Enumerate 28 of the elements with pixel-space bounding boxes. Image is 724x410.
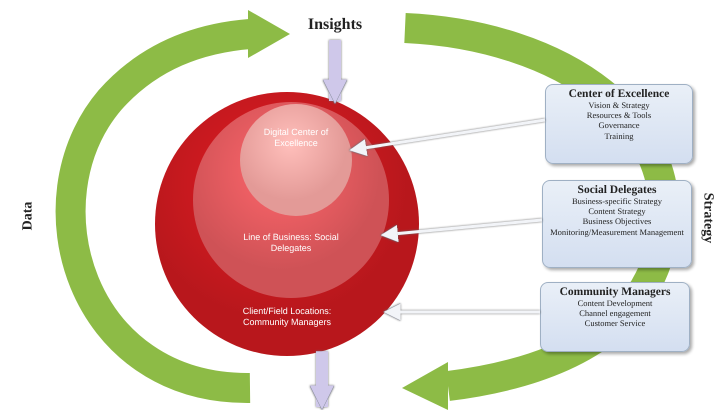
arrow [380,218,542,242]
box-item: Business Objectives [582,216,652,227]
arrow [383,303,540,321]
arrow [310,351,334,410]
box-heading: Center of Excellence [568,88,670,100]
box-item: Vision & Strategy [587,100,651,110]
box-item: Resources & Tools [586,110,652,120]
heading-text: Insights [306,16,364,34]
circle-label: Digital Center of Excellence [262,127,330,150]
arrow [349,118,546,156]
circle-label: Client/Field Locations: Community Managers [242,306,332,328]
box-item: Business-specific Strategy [571,196,663,206]
role-box [540,282,690,352]
circle-label: Line of Business: Social Delegates [242,232,340,254]
box-heading: Social Delegates [576,184,658,196]
box-item: Content Development [576,298,654,308]
box-item: Governance [597,120,641,131]
role-box [542,180,692,268]
cycle-label: Data [20,202,36,230]
arrow [322,40,348,104]
cycle-label: Strategy [699,192,716,244]
box-item: Training [604,130,634,141]
box-item: Content Strategy [587,206,647,216]
role-box [545,84,693,164]
box-heading: Community Managers [558,286,672,298]
box-item: Customer Service [584,318,646,329]
box-item: Monitoring/Measurement Management [549,226,685,237]
box-item: Channel engagement [578,308,652,318]
